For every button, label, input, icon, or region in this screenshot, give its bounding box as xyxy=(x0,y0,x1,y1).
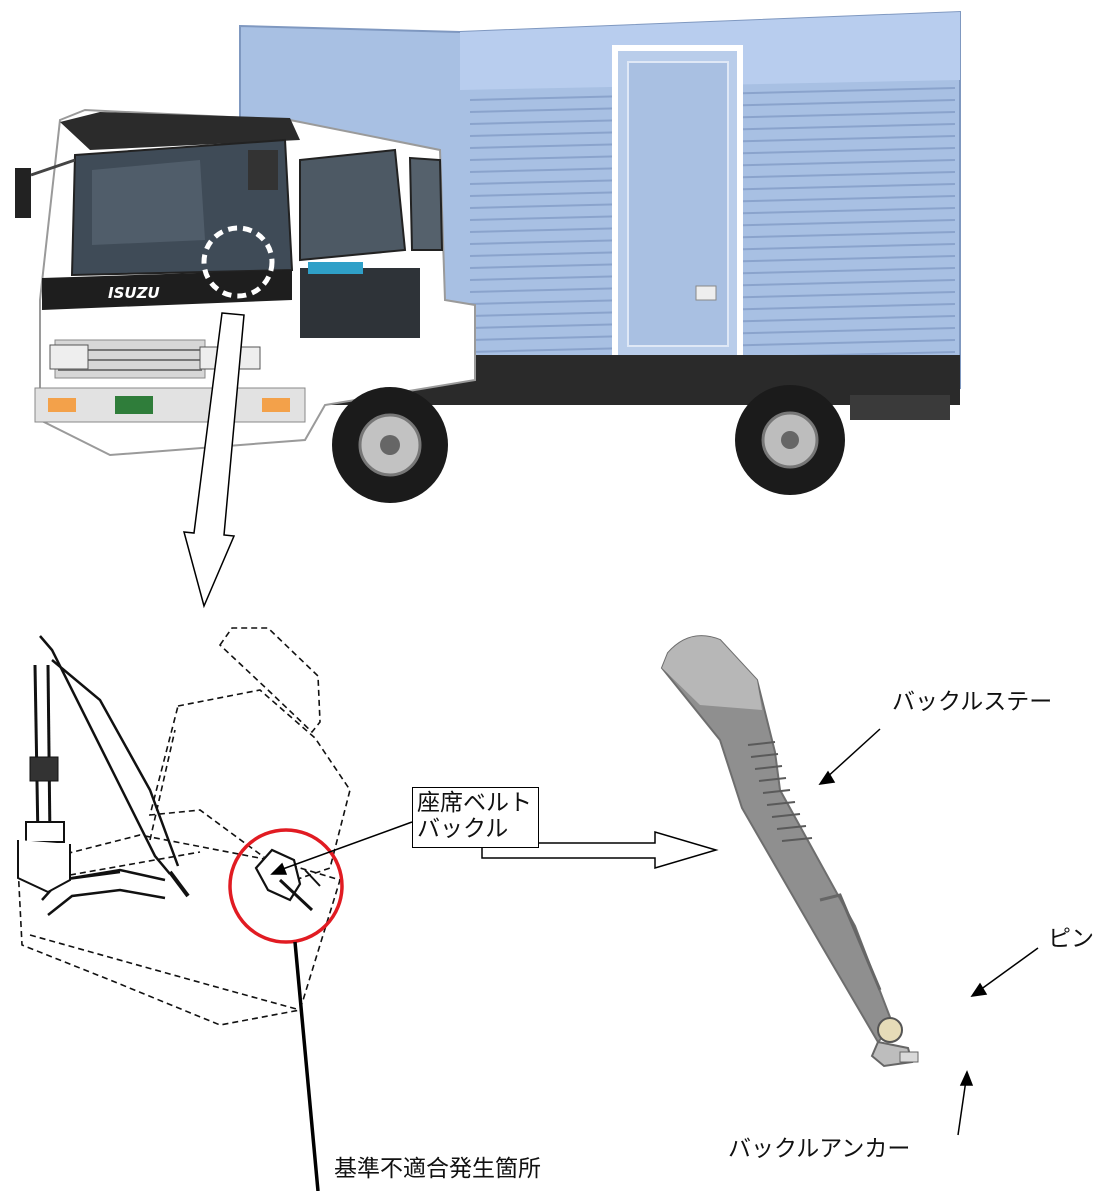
label-seat-belt-buckle-line1: 座席ベルト xyxy=(417,790,532,816)
truck-image: ISUZU xyxy=(15,10,961,503)
nonconformity-leader-line xyxy=(293,941,320,1191)
label-buckle-stay: バックルステー xyxy=(892,689,1053,715)
seat-diagram xyxy=(17,627,351,1026)
label-seat-belt-buckle-line2: バックル xyxy=(417,816,509,843)
label-nonconformity-location: 基準不適合発生箇所 xyxy=(334,1156,541,1182)
hollow-arrow-down xyxy=(182,312,245,609)
label-buckle-anchor: バックルアンカー xyxy=(728,1136,911,1162)
label-seat-belt-buckle: 座席ベルト バックル xyxy=(412,787,539,848)
label-pin: ピン xyxy=(1048,926,1094,952)
red-circle-marker xyxy=(228,828,344,944)
dashed-circle-marker xyxy=(201,225,275,299)
hollow-arrow-right xyxy=(481,830,719,870)
truck-brand-logo: ISUZU xyxy=(108,284,160,302)
buckle-part-image xyxy=(660,635,919,1068)
